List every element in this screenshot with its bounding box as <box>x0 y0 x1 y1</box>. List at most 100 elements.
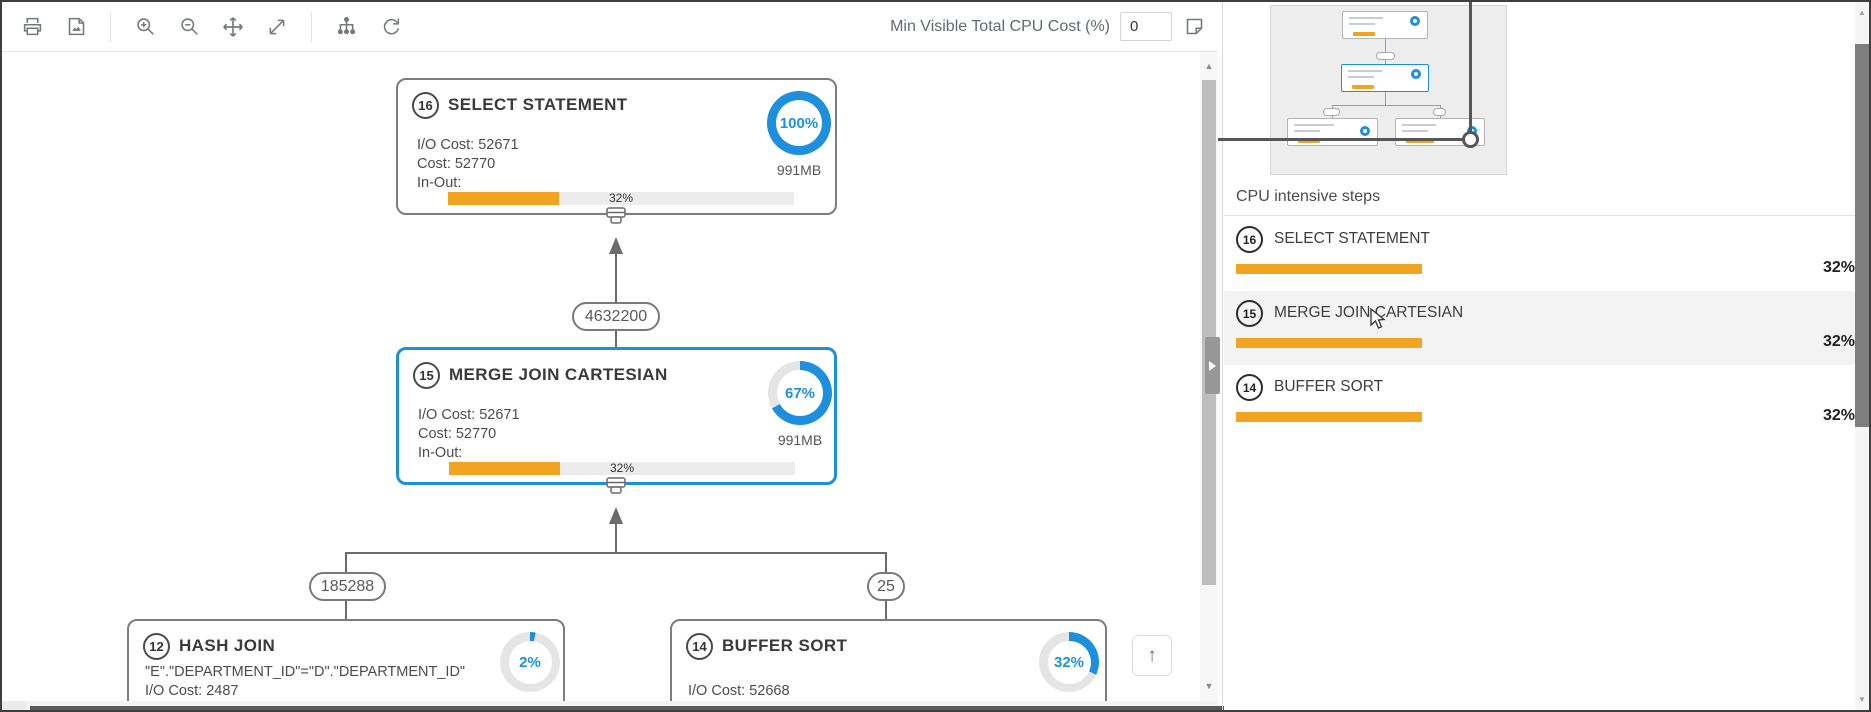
mouse-cursor <box>1370 308 1386 329</box>
node-progress-fill <box>448 192 559 205</box>
mini-node <box>1342 11 1428 39</box>
collapse-arrow-icon <box>1209 360 1216 371</box>
node-progress-bar: 32% <box>448 192 794 205</box>
step-label: BUFFER SORT <box>1274 378 1384 395</box>
page-vertical-scrollbar-thumb[interactable] <box>1855 44 1869 427</box>
print-icon[interactable] <box>20 15 44 39</box>
minimap-viewport-handle[interactable] <box>1462 131 1479 148</box>
node-cpu-donut: 67% <box>768 361 832 425</box>
mini-node-detail <box>1298 139 1320 143</box>
refresh-icon[interactable] <box>378 15 402 39</box>
expand-node-icon[interactable] <box>605 477 627 495</box>
step-label: MERGE JOIN CARTESIAN <box>1274 304 1464 321</box>
mini-node-detail <box>1360 126 1370 136</box>
cpu-step-row-select-statement[interactable]: 16 SELECT STATEMENT 32% <box>1224 217 1859 291</box>
step-percent: 32% <box>1822 259 1855 276</box>
node-predicate: "E"."DEPARTMENT_ID"="D"."DEPARTMENT_ID" <box>145 664 466 680</box>
scroll-down-arrow-icon[interactable]: ▼ <box>1858 695 1866 704</box>
mini-node-detail <box>1348 76 1374 78</box>
donut-hole <box>777 370 823 416</box>
mini-node-detail <box>1353 32 1375 36</box>
scroll-up-arrow-icon[interactable]: ▲ <box>1858 8 1866 17</box>
step-bar <box>1236 412 1816 422</box>
node-cpu-donut: 32% <box>1039 632 1099 692</box>
donut-hole <box>508 640 552 684</box>
mini-node <box>1287 118 1378 146</box>
scroll-left-button[interactable] <box>2 701 27 710</box>
page-horizontal-scrollbar-thumb[interactable] <box>30 706 1362 710</box>
mini-node-detail <box>1402 124 1436 126</box>
divider <box>1224 215 1859 216</box>
toolbar-separator <box>311 11 312 42</box>
node-cpu-donut: 100% <box>767 91 831 155</box>
plan-node-merge-join-cartesian[interactable]: 15 MERGE JOIN CARTESIAN I/O Cost: 52671 … <box>396 347 837 485</box>
node-step-badge: 16 <box>412 92 439 119</box>
pan-icon[interactable] <box>221 15 245 39</box>
node-details: "E"."DEPARTMENT_ID"="D"."DEPARTMENT_ID" … <box>145 663 465 702</box>
edge-line <box>345 601 347 619</box>
step-label: SELECT STATEMENT <box>1274 230 1430 247</box>
node-io-cost: I/O Cost: 52671 <box>418 407 520 423</box>
node-details: I/O Cost: 52671 Cost: 52770 In-Out: <box>417 136 519 193</box>
cpu-cost-filter-input[interactable] <box>1120 12 1172 41</box>
scroll-up-arrow-icon[interactable]: ▲ <box>1204 61 1214 71</box>
notes-icon[interactable] <box>1182 15 1206 39</box>
node-io-cost: I/O Cost: 52671 <box>417 137 519 153</box>
right-panel: CPU intensive steps 16 SELECT STATEMENT … <box>1218 2 1859 710</box>
edge-line <box>615 253 617 302</box>
minimap[interactable] <box>1270 5 1507 175</box>
node-step-badge: 15 <box>413 362 440 389</box>
plan-node-hash-join[interactable]: 12 HASH JOIN "E"."DEPARTMENT_ID"="D"."DE… <box>127 619 565 702</box>
step-percent: 32% <box>1822 333 1855 350</box>
scroll-down-arrow-icon[interactable]: ▼ <box>1204 681 1214 691</box>
mini-node-detail <box>1294 130 1320 132</box>
edge-arrowhead <box>609 237 623 254</box>
page-vertical-scrollbar[interactable]: ▲ ▼ <box>1855 2 1869 710</box>
image-export-icon[interactable] <box>64 15 88 39</box>
step-percent: 32% <box>1822 407 1855 424</box>
cpu-step-row-merge-join-cartesian[interactable]: 15 MERGE JOIN CARTESIAN 32% <box>1224 291 1859 365</box>
edge-label-text: 4632200 <box>584 307 648 325</box>
mini-node-detail <box>1352 85 1374 89</box>
panel-divider <box>1222 2 1223 710</box>
donut-percent: 100% <box>779 114 819 132</box>
plan-diagram-canvas[interactable]: 4632200 185288 25 16 SELECT STATEMENT I/… <box>2 52 1200 702</box>
donut-percent: 2% <box>519 653 541 671</box>
edge-line <box>885 601 887 619</box>
mini-node <box>1341 64 1429 92</box>
node-cost: Cost: 52770 <box>417 156 496 172</box>
canvas-vertical-scrollbar-thumb[interactable] <box>1202 80 1216 585</box>
node-title: BUFFER SORT <box>722 636 848 655</box>
toolbar: Min Visible Total CPU Cost (%) <box>2 2 1218 52</box>
cpu-step-row-buffer-sort[interactable]: 14 BUFFER SORT 32% <box>1224 365 1859 439</box>
plan-node-buffer-sort[interactable]: 14 BUFFER SORT I/O Cost: 52668 Cost: 527… <box>670 619 1107 702</box>
step-bar-fill <box>1236 412 1422 422</box>
mini-node-detail <box>1406 139 1434 143</box>
zoom-in-icon[interactable] <box>133 15 157 39</box>
scroll-to-top-button[interactable]: ↑ <box>1132 635 1172 676</box>
donut-percent: 67% <box>784 384 816 402</box>
canvas-horizontal-scrollbar[interactable] <box>2 701 1218 710</box>
node-title: MERGE JOIN CARTESIAN <box>449 365 668 384</box>
mini-node-detail <box>1349 17 1383 19</box>
plan-node-select-statement[interactable]: 16 SELECT STATEMENT I/O Cost: 52671 Cost… <box>396 78 837 215</box>
node-details: I/O Cost: 52671 Cost: 52770 In-Out: <box>418 406 520 463</box>
zoom-out-icon[interactable] <box>177 15 201 39</box>
node-bytes: 559B <box>1029 699 1109 702</box>
expand-node-icon[interactable] <box>605 207 627 225</box>
step-badge: 16 <box>1236 226 1263 253</box>
mini-edge-label <box>1433 108 1446 116</box>
mini-edge-label <box>1323 108 1340 116</box>
node-cpu-donut: 2% <box>500 632 560 692</box>
splitter-collapse-handle[interactable] <box>1205 337 1220 394</box>
mini-node-detail <box>1348 70 1382 72</box>
step-badge: 15 <box>1236 300 1263 327</box>
donut-percent: 32% <box>1053 653 1085 671</box>
node-progress-label: 32% <box>608 191 634 205</box>
node-cost: Cost: 52770 <box>418 426 497 442</box>
hierarchy-icon[interactable] <box>334 15 358 39</box>
fit-screen-icon[interactable] <box>265 15 289 39</box>
edge-label-text: 25 <box>877 577 895 595</box>
cpu-cost-filter-label: Min Visible Total CPU Cost (%) <box>890 17 1110 35</box>
mini-node-detail <box>1411 69 1421 79</box>
